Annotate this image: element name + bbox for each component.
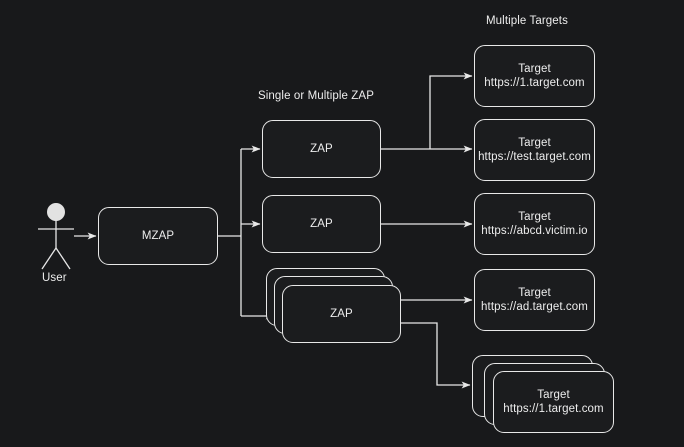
node-target-4[interactable]: Target https://ad.target.com — [474, 269, 595, 331]
node-target-5-title: Target — [537, 389, 570, 401]
node-zap-1-label: ZAP — [310, 143, 333, 155]
node-target-5[interactable]: Target https://1.target.com — [493, 371, 614, 433]
single-or-multiple-zap-label: Single or Multiple ZAP — [258, 90, 374, 102]
node-target-2[interactable]: Target https://test.target.com — [474, 119, 595, 181]
node-zap-2-label: ZAP — [310, 218, 333, 230]
node-target-3[interactable]: Target https://abcd.victim.io — [474, 193, 595, 255]
node-target-1-url: https://1.target.com — [484, 77, 585, 89]
edge-zap1-to-target1 — [429, 72, 473, 149]
node-target-3-url: https://abcd.victim.io — [481, 225, 588, 237]
edge-zapstack-to-target5 — [401, 322, 471, 389]
node-target-2-title: Target — [518, 137, 551, 149]
multiple-targets-label: Multiple Targets — [486, 15, 568, 27]
node-zap-stack-label: ZAP — [330, 308, 353, 320]
node-target-4-title: Target — [518, 287, 551, 299]
node-zap-stack[interactable]: ZAP — [282, 285, 401, 343]
node-target-5-url: https://1.target.com — [503, 403, 604, 415]
user-label: User — [42, 272, 67, 284]
node-zap-2[interactable]: ZAP — [262, 195, 381, 253]
node-target-3-title: Target — [518, 211, 551, 223]
node-mzap-label: MZAP — [141, 230, 175, 242]
user-actor-icon — [38, 203, 74, 270]
node-target-1[interactable]: Target https://1.target.com — [474, 45, 595, 107]
node-zap-1[interactable]: ZAP — [262, 120, 381, 178]
node-target-1-title: Target — [518, 63, 551, 75]
node-target-2-url: https://test.target.com — [478, 151, 591, 163]
node-target-4-url: https://ad.target.com — [481, 301, 588, 313]
node-mzap[interactable]: MZAP — [98, 207, 218, 265]
